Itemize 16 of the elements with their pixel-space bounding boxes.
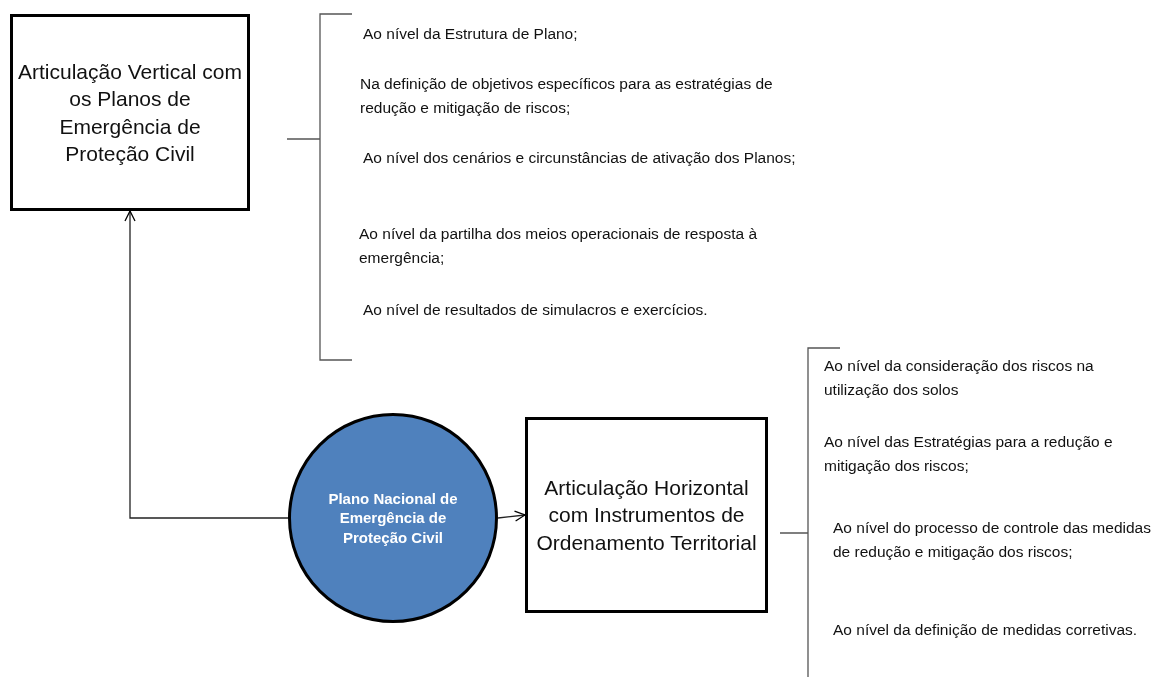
list-item-text: Ao nível da consideração dos riscos na utilização dos solos bbox=[824, 356, 1095, 400]
list-item-text: Ao nível de resultados de simulacros e exercícios. bbox=[363, 300, 709, 320]
process-box bbox=[525, 417, 768, 613]
node-label: Articulação Vertical com os Planos de Emergência de Proteção Civil bbox=[17, 58, 243, 167]
list-item-text: Ao nível da partilha dos meios operacionais de resposta à emergência; bbox=[359, 224, 759, 268]
list-item-text: Ao nível das Estratégias para a redução e mitigação dos riscos; bbox=[824, 432, 1114, 476]
list-item-text: Na definição de objetivos específicos para as estratégias de redução e mitigação de riscos; bbox=[360, 74, 774, 118]
arrow bbox=[124, 210, 289, 519]
list-item-text: Ao nível do processo de controle das medidas de redução e mitigação dos riscos; bbox=[833, 518, 1152, 562]
process-box bbox=[10, 14, 250, 211]
list-item-text: Ao nível da definição de medidas corretivas. bbox=[833, 620, 1139, 640]
arrow bbox=[497, 510, 526, 522]
list-item-text: Ao nível da Estrutura de Plano; bbox=[363, 24, 579, 44]
list-item-text: Ao nível dos cenários e circunstâncias de ativação dos Planos; bbox=[363, 148, 797, 168]
node-label: Plano Nacional de Emergência de Proteção Civil bbox=[328, 488, 458, 548]
node-label: Articulação Horizontal com Instrumentos de Ordenamento Territorial bbox=[535, 475, 758, 556]
